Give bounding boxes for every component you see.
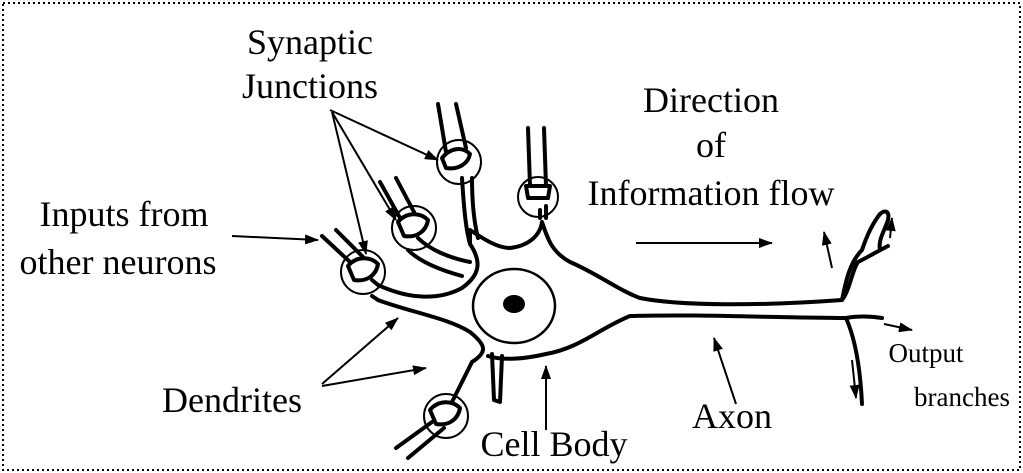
label-cell-body: Cell Body — [480, 424, 627, 464]
arrow-axon — [714, 338, 736, 404]
synapse-3 — [380, 178, 436, 250]
synapse-5 — [396, 394, 468, 458]
arrow-output-up — [824, 232, 832, 268]
label-dendrites: Dendrites — [162, 380, 302, 420]
arrow-inputs — [232, 236, 318, 240]
label-direction: Direction — [643, 80, 779, 120]
label-output: Output — [888, 338, 964, 368]
output-branch-upper — [842, 212, 888, 300]
nucleus — [503, 295, 525, 313]
label-junctions: Junctions — [242, 66, 378, 106]
output-branch-right — [846, 317, 882, 319]
dendrite-stub — [492, 354, 502, 402]
dendrite-branch-2 — [408, 238, 470, 276]
label-of: of — [696, 125, 726, 165]
synapse-2 — [518, 128, 558, 217]
label-inputs-from: Inputs from — [40, 194, 209, 234]
label-branches: branches — [914, 382, 1010, 412]
label-information-flow: Information flow — [588, 173, 835, 213]
arrow-output-down — [852, 360, 856, 398]
label-axon: Axon — [692, 396, 772, 436]
label-synaptic: Synaptic — [247, 22, 373, 62]
arrow-synapse-3 — [332, 112, 396, 220]
neuron-lower-contour — [378, 300, 862, 404]
arrow-output-right — [884, 324, 912, 330]
synapse-1 — [437, 104, 481, 184]
label-other-neurons: other neurons — [20, 242, 217, 282]
arrow-output-up2 — [890, 218, 892, 238]
